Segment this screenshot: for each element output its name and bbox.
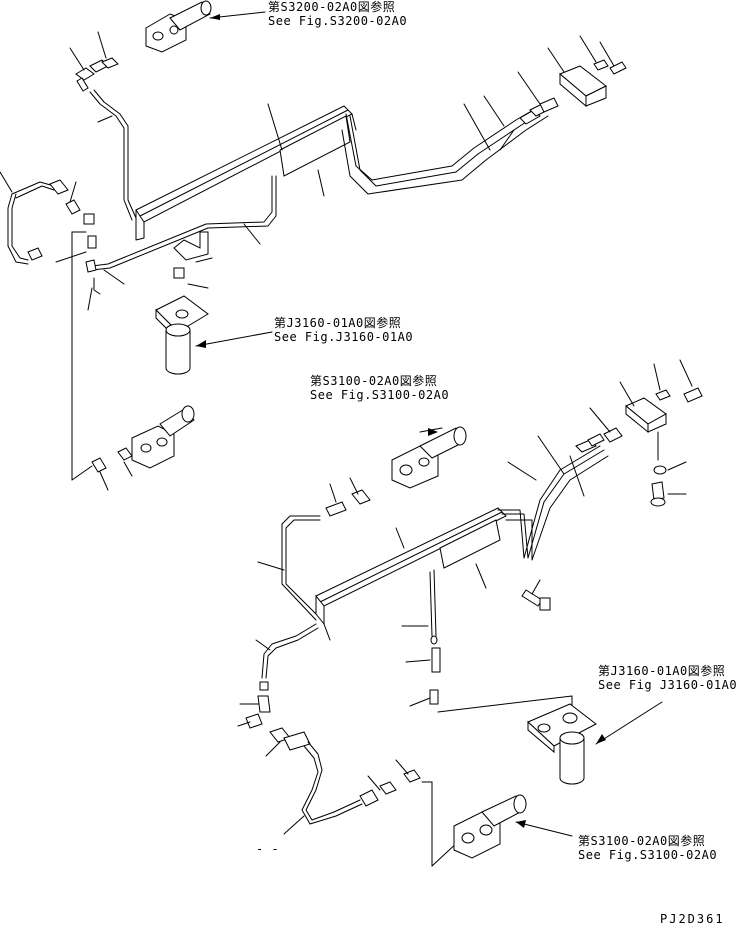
reference-label-1: 第S3200-02A0図参照 See Fig.S3200-02A0 (268, 0, 407, 28)
branch-block-bottom (625, 397, 667, 434)
reference-jp-3: 第S3100-02A0図参照 (310, 374, 438, 388)
reference-en-2: See Fig.J3160-01A0 (274, 330, 414, 344)
flange-block-bottom-mid (391, 426, 467, 489)
hose-left-top (7, 179, 69, 265)
flange-post-bottom (527, 703, 597, 785)
reference-jp-4: 第J3160-01A0図参照 (598, 664, 726, 678)
branch-block-top (559, 65, 607, 108)
cylinder-housing-bottom (315, 507, 507, 641)
reference-label-4: 第J3160-01A0図参照 See Fig J3160-01A0 (598, 664, 737, 692)
flange-block-mid (131, 405, 195, 469)
reference-jp-2: 第J3160-01A0図参照 (274, 316, 402, 330)
reference-en-1: See Fig.S3200-02A0 (268, 14, 408, 28)
reference-en-5: See Fig.S3100-02A0 (578, 848, 718, 862)
reference-jp-5: 第S3100-02A0図参照 (578, 834, 706, 848)
drawing-code: PJ2D361 (660, 912, 725, 926)
flange-block-bottom (453, 794, 527, 859)
elbow-fitting-top (75, 57, 119, 92)
reference-label-2: 第J3160-01A0図参照 See Fig.J3160-01A0 (274, 316, 413, 344)
fitting-cluster-top-right (519, 97, 559, 125)
cylinder-housing-top (135, 105, 357, 241)
reference-jp-1: 第S3200-02A0図参照 (268, 0, 396, 14)
reference-label-3: 第S3100-02A0図参照 See Fig.S3100-02A0 (310, 374, 449, 402)
reference-en-3: See Fig.S3100-02A0 (310, 388, 450, 402)
flange-post-top (155, 295, 209, 375)
dash-label: - - (256, 842, 280, 856)
reference-label-5: 第S3100-02A0図参照 See Fig.S3100-02A0 (578, 834, 717, 862)
flange-block-top (145, 0, 212, 53)
reference-en-4: See Fig J3160-01A0 (598, 678, 738, 692)
